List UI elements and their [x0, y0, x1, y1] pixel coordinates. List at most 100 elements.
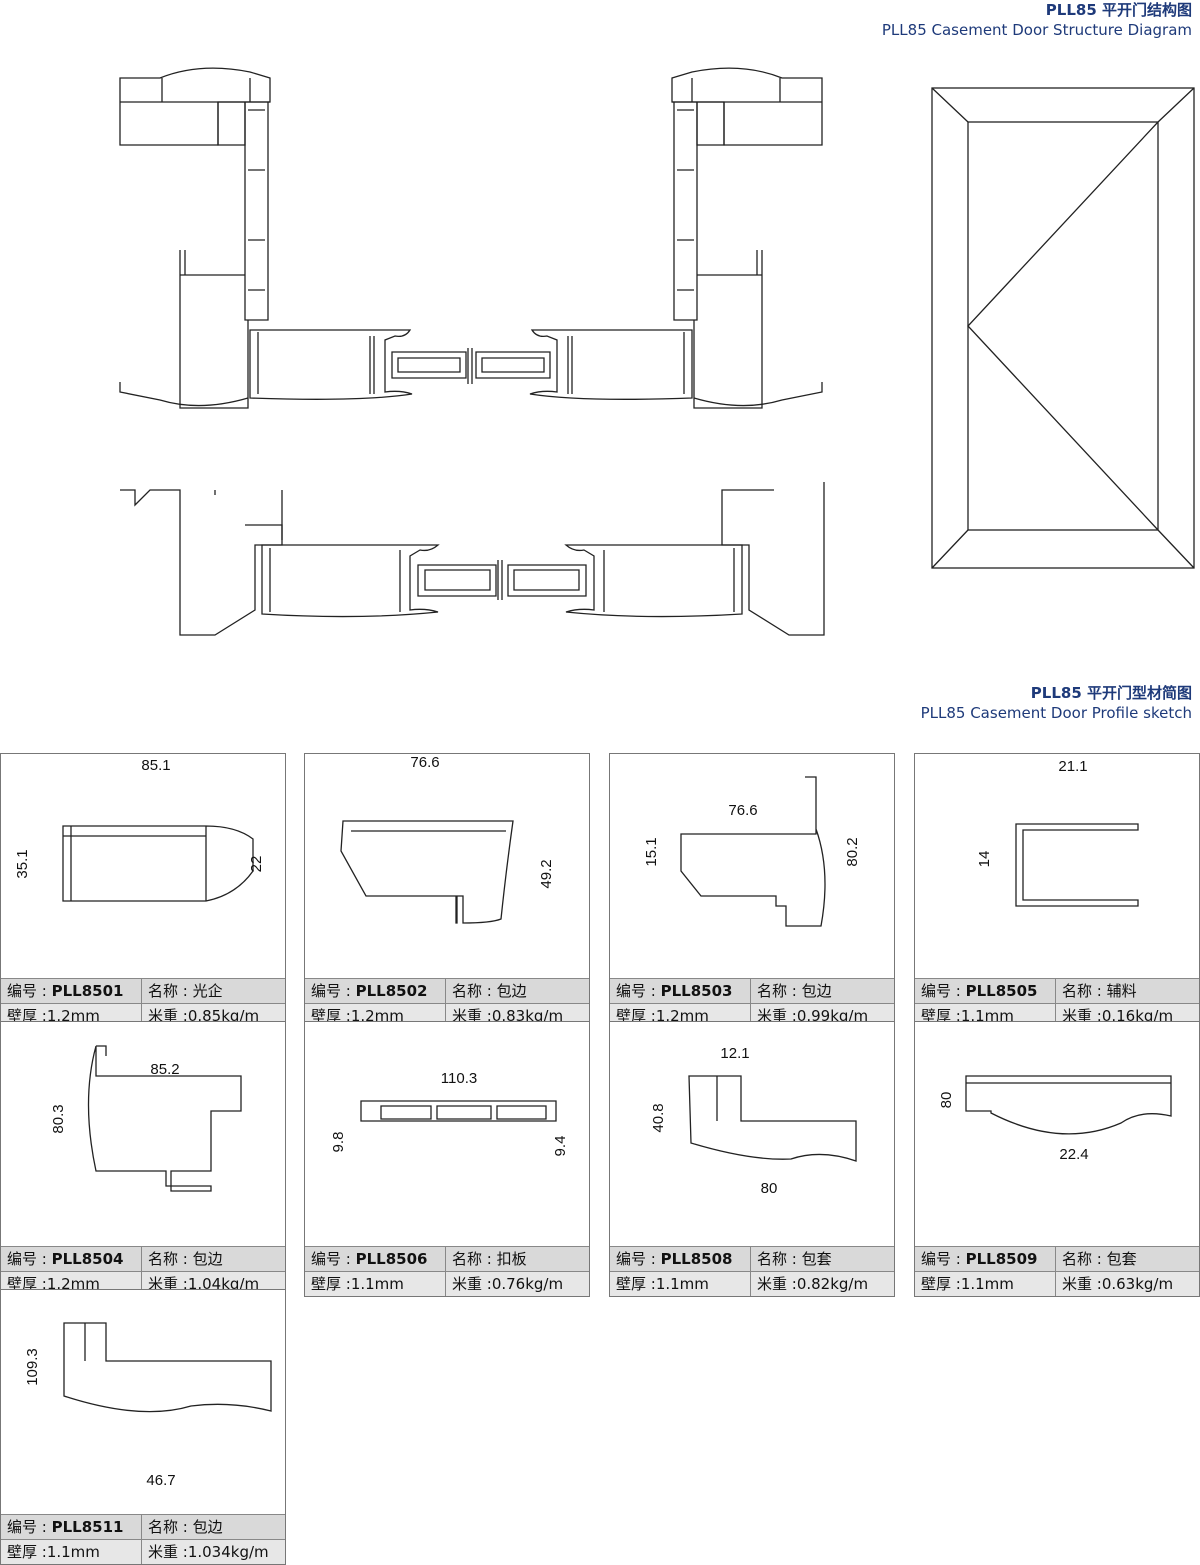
profile-wall-thickness: 壁厚 :1.2mm [1, 1272, 142, 1296]
profile-card: 46.7 109.3 编号 : PLL8511 名称 : 包边壁厚 :1.1mm 米重 … [0, 1289, 286, 1565]
dimension-label: 76.6 [410, 754, 439, 771]
profile-code: 编号 : PLL8511 [1, 1515, 142, 1539]
profile-card: 21.1 14 编号 : PLL8505 名称 : 辅料壁厚 :1.1mm 米重 :0.… [914, 753, 1200, 1029]
profile-outline [1015, 823, 1139, 907]
profile-code: 编号 : PLL8509 [915, 1247, 1056, 1271]
profile-name: 名称 : 包套 [757, 1250, 832, 1268]
structure-title-en: PLL85 Casement Door Structure Diagram [881, 21, 1192, 39]
profile-outline [340, 820, 514, 924]
profile-sketch: 85.2 80.3 [50, 1045, 242, 1192]
profile-info-table: 编号 : PLL8509 名称 : 包套壁厚 :1.1mm 米重 :0.63kg/m [915, 1246, 1199, 1296]
profile-sketch: 21.1 14 [976, 758, 1139, 907]
dimension-label: 49.2 [538, 859, 555, 888]
profile-sketch: 12.1 40.8 80 [650, 1045, 857, 1197]
dimension-label: 110.3 [441, 1070, 477, 1087]
profile-title-en: PLL85 Casement Door Profile sketch [920, 704, 1192, 722]
dimension-label: 21.1 [1058, 758, 1087, 775]
lower-section-right-drawing [507, 482, 825, 636]
profile-card: 76.6 15.1 80.2 编号 : PLL8503 名称 : 包边壁厚 :1.2mm… [609, 753, 895, 1029]
profile-sketch: 76.6 15.1 80.2 [643, 776, 861, 927]
left-frame-drawing [119, 67, 473, 409]
dimension-label: 35.1 [14, 849, 31, 878]
profile-outline [62, 825, 254, 902]
structure-title-cn: PLL85 平开门结构图 [1045, 1, 1192, 19]
profile-weight: 米重 :0.82kg/m [757, 1275, 869, 1293]
dimension-label: 9.8 [330, 1132, 347, 1153]
dimension-label: 80 [938, 1092, 955, 1109]
profile-code: 编号 : PLL8502 [305, 979, 446, 1003]
profile-card: 76.6 49.2 编号 : PLL8502 名称 : 包边壁厚 :1.2mm 米重 :… [304, 753, 590, 1029]
profile-code: 编号 : PLL8504 [1, 1247, 142, 1271]
profile-sketch: 85.1 35.1 22 [14, 757, 265, 902]
profile-name: 名称 : 包边 [148, 1250, 223, 1268]
profile-name: 名称 : 包边 [757, 982, 832, 1000]
dimension-label: 22 [248, 856, 265, 873]
profile-outline [688, 1075, 857, 1162]
profile-info-table: 编号 : PLL8511 名称 : 包边壁厚 :1.1mm 米重 :1.034kg/… [1, 1514, 285, 1564]
lower-section-drawing [120, 489, 503, 636]
profile-info-table: 编号 : PLL8504 名称 : 包边壁厚 :1.2mm 米重 :1.04kg/m [1, 1246, 285, 1296]
profile-weight: 米重 :0.76kg/m [452, 1275, 564, 1293]
dimension-label: 40.8 [650, 1103, 667, 1132]
profile-name: 名称 : 辅料 [1062, 982, 1137, 1000]
structure-diagram-header: PLL85 平开门结构图 PLL85 Casement Door Structu… [882, 0, 1192, 40]
profile-outline [63, 1322, 272, 1413]
profile-wall-thickness: 壁厚 :1.1mm [915, 1272, 1056, 1296]
structure-diagram [119, 67, 1195, 636]
profile-name: 名称 : 包套 [1062, 1250, 1137, 1268]
profile-wall-thickness: 壁厚 :1.1mm [610, 1272, 751, 1296]
profile-sketch: 46.7 109.3 [24, 1322, 272, 1489]
profile-outline [680, 776, 826, 927]
profile-wall-thickness: 壁厚 :1.1mm [915, 1004, 1056, 1028]
dimension-label: 80.2 [844, 837, 861, 866]
dimension-label: 14 [976, 851, 993, 868]
dimension-label: 85.1 [141, 757, 170, 774]
dimension-label: 22.4 [1059, 1146, 1088, 1163]
door-elevation-drawing [931, 87, 1195, 569]
profile-code: 编号 : PLL8506 [305, 1247, 446, 1271]
dimension-label: 109.3 [24, 1348, 41, 1386]
profile-code: 编号 : PLL8505 [915, 979, 1056, 1003]
profile-title-cn: PLL85 平开门型材简图 [1030, 684, 1192, 702]
dimension-label: 76.6 [728, 802, 757, 819]
profile-card: 85.1 35.1 22 编号 : PLL8501 名称 : 光企壁厚 :1.2mm 米重… [0, 753, 286, 1029]
dimension-label: 85.2 [150, 1061, 179, 1078]
profile-wall-thickness: 壁厚 :1.1mm [1, 1540, 142, 1564]
dimension-label: 80.3 [50, 1104, 67, 1133]
profile-outline [87, 1045, 242, 1192]
dimension-label: 46.7 [146, 1472, 175, 1489]
profile-name: 名称 : 光企 [148, 982, 223, 1000]
profile-sketch: 76.6 49.2 [340, 754, 555, 924]
profile-sketch-header: PLL85 平开门型材简图 PLL85 Casement Door Profil… [921, 683, 1192, 723]
profile-wall-thickness: 壁厚 :1.2mm [305, 1004, 446, 1028]
profile-wall-thickness: 壁厚 :1.2mm [1, 1004, 142, 1028]
right-frame-drawing [475, 67, 823, 409]
profile-card: 22.4 80 编号 : PLL8509 名称 : 包套壁厚 :1.1mm 米重 :0.… [914, 1021, 1200, 1297]
profile-wall-thickness: 壁厚 :1.2mm [610, 1004, 751, 1028]
profile-sketch: 22.4 80 [938, 1075, 1172, 1163]
dimension-label: 80 [761, 1180, 778, 1197]
profile-name: 名称 : 包边 [148, 1518, 223, 1536]
profile-outline [965, 1075, 1172, 1135]
profile-code: 编号 : PLL8501 [1, 979, 142, 1003]
profile-wall-thickness: 壁厚 :1.1mm [305, 1272, 446, 1296]
profile-info-table: 编号 : PLL8506 名称 : 扣板壁厚 :1.1mm 米重 :0.76kg/m [305, 1246, 589, 1296]
profile-code: 编号 : PLL8503 [610, 979, 751, 1003]
profile-weight: 米重 :0.16kg/m [1062, 1007, 1174, 1025]
profile-name: 名称 : 扣板 [452, 1250, 527, 1268]
dimension-label: 12.1 [720, 1045, 749, 1062]
profile-card: 85.2 80.3 编号 : PLL8504 名称 : 包边壁厚 :1.2mm 米重 :… [0, 1021, 286, 1297]
dimension-label: 15.1 [643, 837, 660, 866]
profile-weight: 米重 :0.99kg/m [757, 1007, 869, 1025]
profile-weight: 米重 :0.83kg/m [452, 1007, 564, 1025]
profile-weight: 米重 :1.04kg/m [148, 1275, 260, 1293]
profile-weight: 米重 :1.034kg/m [148, 1543, 269, 1561]
profile-weight: 米重 :0.63kg/m [1062, 1275, 1174, 1293]
profile-weight: 米重 :0.85kg/m [148, 1007, 260, 1025]
profile-outline [360, 1100, 557, 1122]
profile-name: 名称 : 包边 [452, 982, 527, 1000]
